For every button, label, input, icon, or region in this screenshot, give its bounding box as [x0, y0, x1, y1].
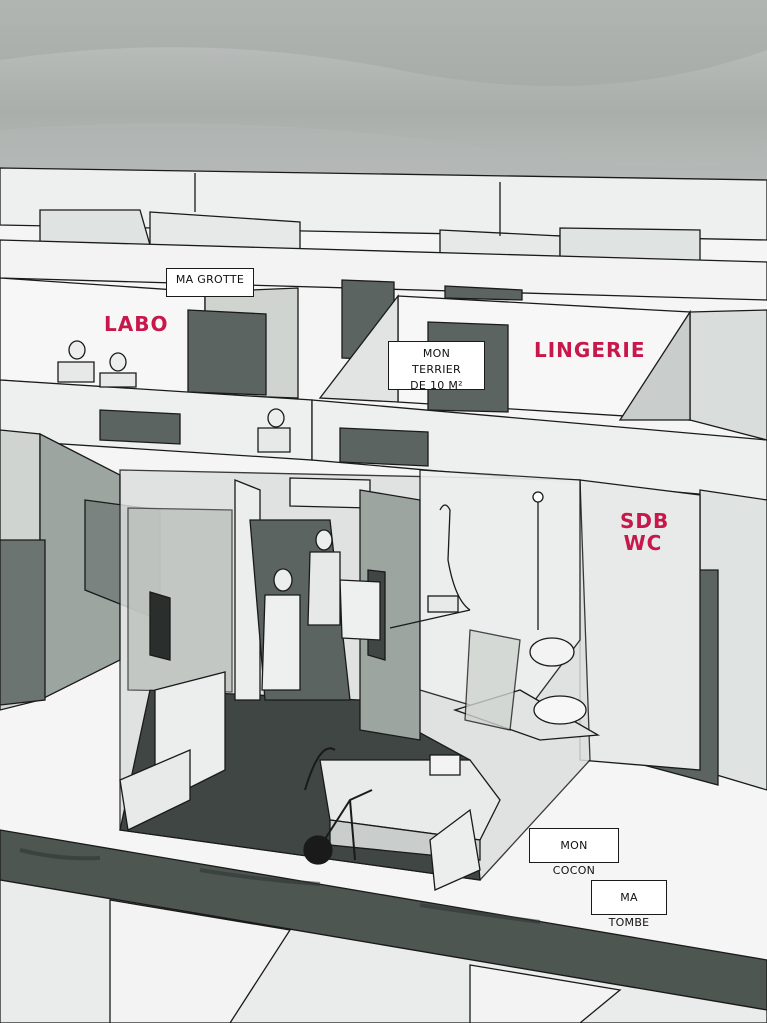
room-label-labo: LABO — [104, 312, 169, 336]
front-walls — [0, 379, 767, 791]
caption-ma-grotte-text: MA GROTTE — [175, 273, 245, 286]
caption-ma-tombe-text: MA TOMBE — [608, 891, 650, 929]
caption-mon-cocon: MON COCON — [529, 828, 619, 877]
room-label-lingerie: LINGERIE — [534, 338, 646, 362]
room-label-sdb: SDB — [620, 509, 670, 533]
caption-mon-terrier-line1: MON TERRIER — [412, 347, 461, 376]
caption-ma-grotte: MA GROTTE — [166, 268, 254, 297]
foreground-beam — [0, 829, 767, 1023]
caption-ma-tombe: MA TOMBE — [591, 880, 667, 929]
caption-mon-terrier: MON TERRIER DE 10 M² — [388, 341, 485, 392]
caption-mon-cocon-text: MON COCON — [552, 839, 596, 877]
caption-mon-terrier-line2: DE 10 M² — [410, 379, 463, 392]
main-room — [57, 340, 601, 891]
room-label-wc: WC — [623, 531, 663, 555]
